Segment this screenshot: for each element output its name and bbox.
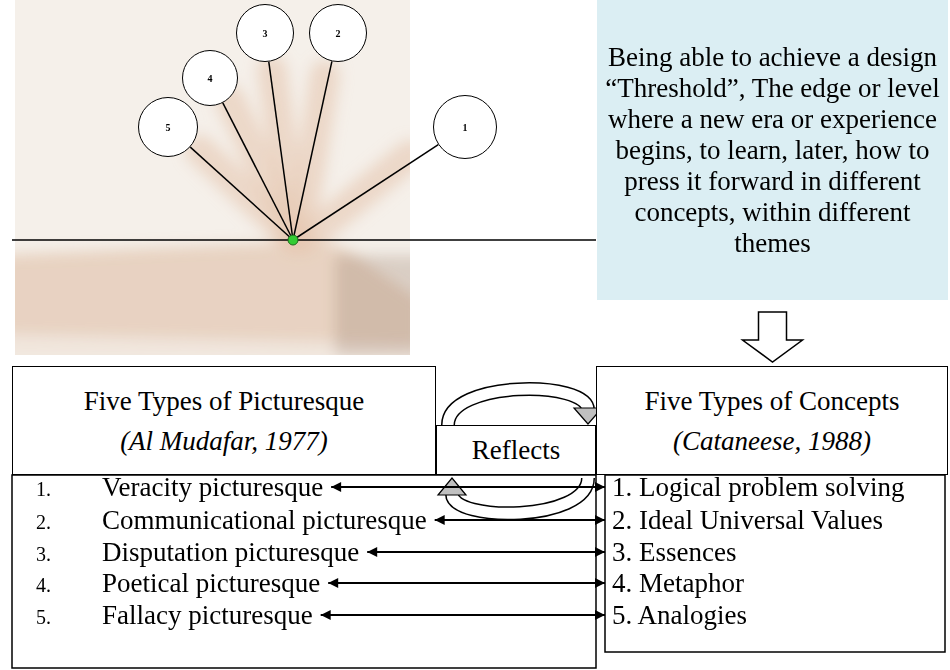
double-arrow: [328, 582, 605, 584]
cycle-arc-outline: [452, 478, 588, 513]
list-item: 4. Metaphor: [607, 567, 744, 599]
callout-circle: 3: [236, 4, 294, 62]
callout-circle: 2: [309, 4, 367, 62]
list-text: 4. Metaphor: [612, 567, 744, 599]
double-arrow: [331, 486, 605, 488]
callout-number: 1: [463, 122, 468, 133]
header-source: (Al Mudafar, 1977): [120, 421, 328, 461]
list-text: Poetical picturesque: [102, 567, 320, 599]
callout-circle: 5: [138, 97, 198, 157]
leader-line: [293, 145, 438, 240]
list-number: 2.: [36, 506, 102, 538]
list-text: Communicational picturesque: [102, 504, 427, 536]
cycle-arc: [448, 389, 588, 425]
base-line: [12, 239, 596, 241]
list-item: 2.Communicational picturesque: [36, 504, 427, 536]
cycle-arc-outline: [448, 389, 588, 425]
shadow: [335, 255, 410, 355]
callout-number: 2: [336, 28, 341, 39]
list-item: 5. Analogies: [607, 599, 747, 631]
list-item: 1. Logical problem solving: [607, 471, 904, 503]
list-number: 3.: [36, 538, 102, 570]
header-title: Five Types of Picturesque: [84, 381, 364, 421]
list-text: 2. Ideal Universal Values: [612, 504, 883, 536]
callout-number: 5: [166, 122, 171, 133]
list-item: 3. Essences: [607, 536, 736, 568]
list-item: 4.Poetical picturesque: [36, 567, 320, 599]
list-text: 3. Essences: [612, 536, 736, 568]
list-text: 1. Logical problem solving: [612, 471, 904, 503]
header-title: Five Types of Concepts: [645, 381, 900, 421]
callout-number: 4: [208, 73, 213, 84]
list-text: Veracity picturesque: [102, 471, 323, 503]
list-text: Disputation picturesque: [102, 536, 359, 568]
hand-photo: [15, 0, 410, 355]
leader-line: [293, 61, 332, 240]
cycle-arc: [452, 478, 588, 513]
leader-line: [223, 103, 293, 240]
reflects-box: Reflects: [436, 425, 596, 475]
leader-line: [190, 147, 293, 240]
pivot-dot: [288, 235, 298, 245]
list-item: 1.Veracity picturesque: [36, 471, 323, 503]
double-arrow: [367, 551, 605, 553]
list-number: 1.: [36, 473, 102, 505]
list-item: 3.Disputation picturesque: [36, 536, 359, 568]
double-arrow: [321, 614, 605, 616]
header-source: (Cataneese, 1988): [673, 421, 871, 461]
callout-circle: 4: [182, 50, 238, 106]
list-number: 5.: [36, 601, 102, 633]
list-number: 4.: [36, 569, 102, 601]
threshold-box: Being able to achieve a design “Threshol…: [597, 0, 948, 300]
header-box: Five Types of Picturesque(Al Mudafar, 19…: [12, 366, 436, 475]
list-item: 5.Fallacy picturesque: [36, 599, 313, 631]
list-text: 5. Analogies: [612, 599, 747, 631]
double-arrow: [435, 519, 605, 521]
list-frame: [12, 475, 596, 668]
list-item: 2. Ideal Universal Values: [607, 504, 883, 536]
callout-circle: 1: [433, 95, 497, 159]
threshold-text: Being able to achieve a design “Threshol…: [605, 42, 940, 259]
callout-number: 3: [263, 28, 268, 39]
list-text: Fallacy picturesque: [102, 599, 313, 631]
block-arrow: [743, 312, 803, 362]
header-box: Five Types of Concepts(Cataneese, 1988): [596, 366, 948, 475]
leader-line: [269, 62, 293, 240]
reflects-label: Reflects: [472, 434, 560, 466]
